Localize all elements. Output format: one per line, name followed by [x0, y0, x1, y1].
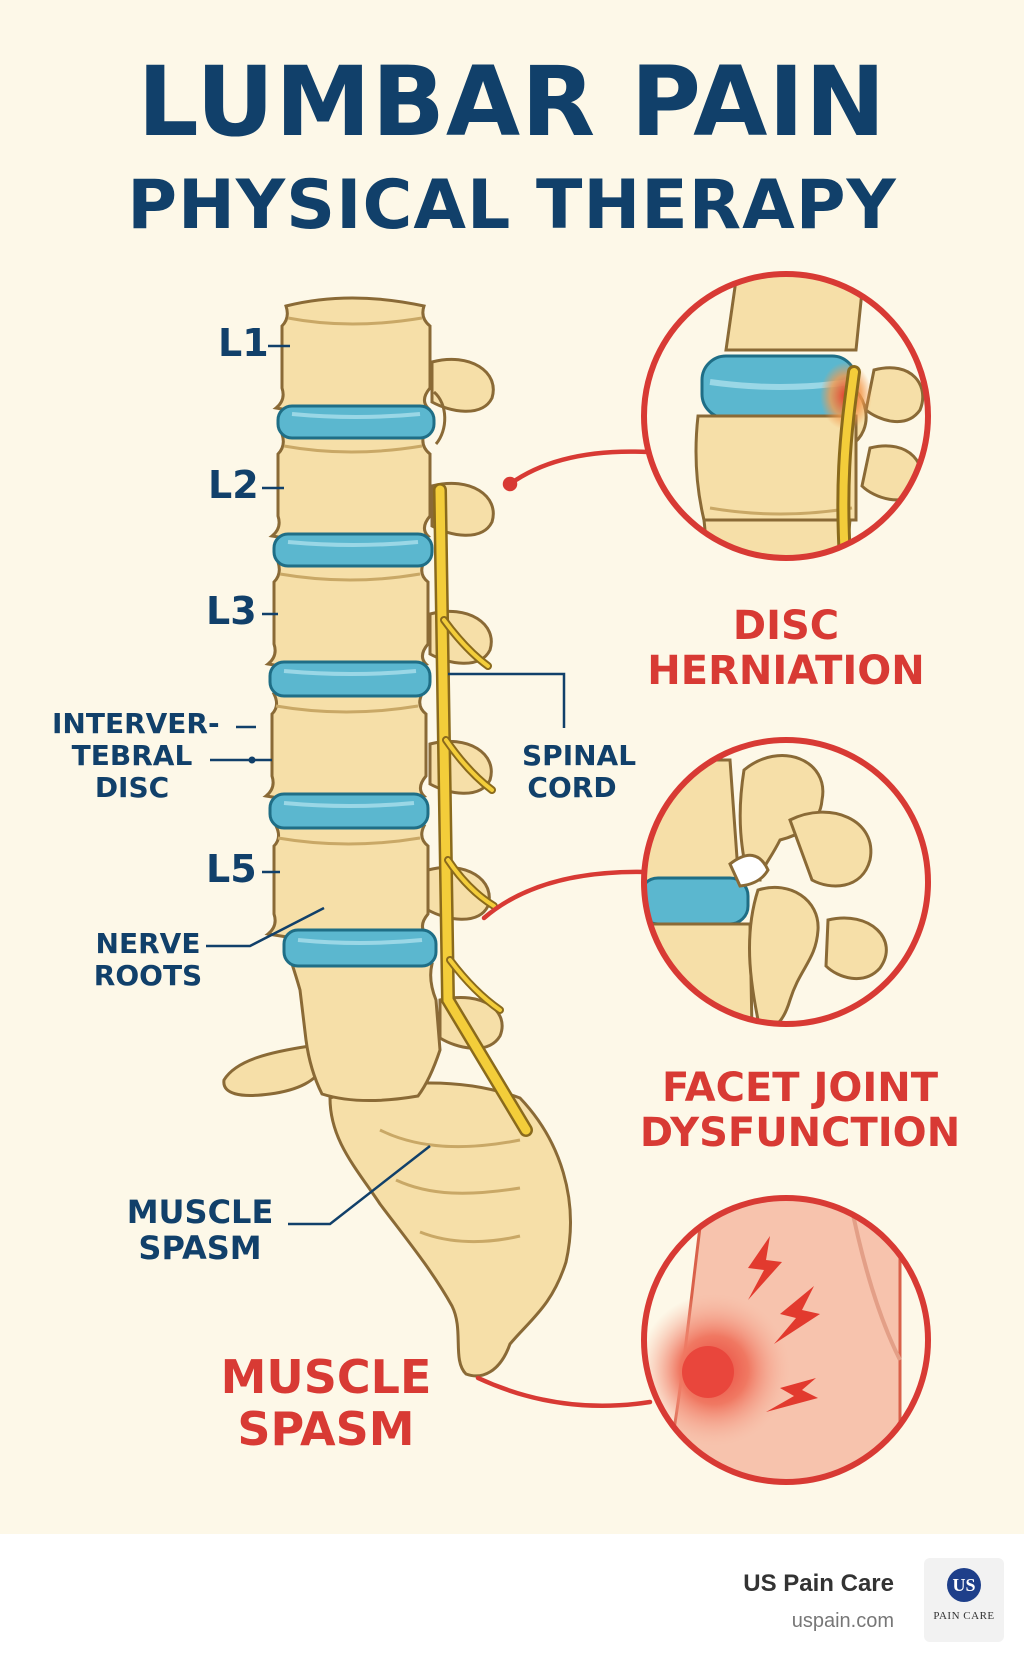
brand-url[interactable]: uspain.com	[791, 1610, 894, 1632]
logo-mark: US	[947, 1568, 981, 1602]
disc-herniation-callout	[641, 271, 931, 561]
infographic-canvas: LUMBAR PAIN PHYSICAL THERAPY L1 L2 L3 L5…	[0, 0, 1024, 1534]
brand-name[interactable]: US Pain Care	[743, 1570, 894, 1597]
label-nerve-roots: NERVE ROOTS	[93, 927, 203, 992]
page-subtitle: PHYSICAL THERAPY	[127, 166, 897, 245]
label-l2: L2	[208, 463, 259, 507]
vertebra-icon	[272, 296, 432, 417]
label-l5: L5	[206, 847, 257, 891]
condition-facet-joint-dysfunction: FACET JOINT DYSFUNCTION	[639, 1065, 961, 1156]
callout-connectors	[475, 449, 653, 1409]
label-l1: L1	[218, 321, 269, 365]
intervertebral-disc-icon	[276, 404, 436, 440]
label-leaders	[206, 344, 566, 1226]
muscle-spasm-callout	[641, 1195, 931, 1485]
label-spinal-cord: SPINAL CORD	[522, 739, 637, 804]
intervertebral-disc-icon	[268, 792, 430, 830]
sacrum-icon	[328, 1081, 572, 1378]
facet-joint-callout	[641, 737, 931, 1027]
condition-muscle-spasm: MUSCLE SPASM	[220, 1350, 432, 1456]
page-title: LUMBAR PAIN	[137, 46, 887, 158]
vertebra-icon	[268, 425, 432, 545]
transverse-process	[222, 1044, 324, 1097]
label-intervertebral-disc: INTERVER- TEBRAL DISC	[52, 707, 220, 804]
vertebra-icon	[262, 685, 428, 805]
footer: US Pain Care uspain.com US PAIN CARE	[0, 1534, 1024, 1666]
vertebra-icon	[264, 553, 430, 673]
intervertebral-disc-icon	[268, 660, 432, 698]
brand-logo[interactable]: US PAIN CARE	[924, 1558, 1004, 1642]
logo-text: PAIN CARE	[933, 1610, 995, 1622]
lightning-icon	[748, 1236, 820, 1412]
intervertebral-disc-icon	[282, 928, 438, 968]
vertebra-icon	[290, 955, 442, 1102]
condition-disc-herniation: DISC HERNIATION	[647, 603, 925, 694]
spine-diagram	[206, 271, 931, 1485]
intervertebral-disc-icon	[272, 532, 434, 568]
label-l3: L3	[206, 589, 257, 633]
label-muscle-spasm: MUSCLE SPASM	[126, 1193, 274, 1268]
spinal-cord-icon	[433, 483, 533, 1137]
vertebral-bodies	[262, 296, 442, 1102]
vertebra-icon	[264, 817, 430, 943]
